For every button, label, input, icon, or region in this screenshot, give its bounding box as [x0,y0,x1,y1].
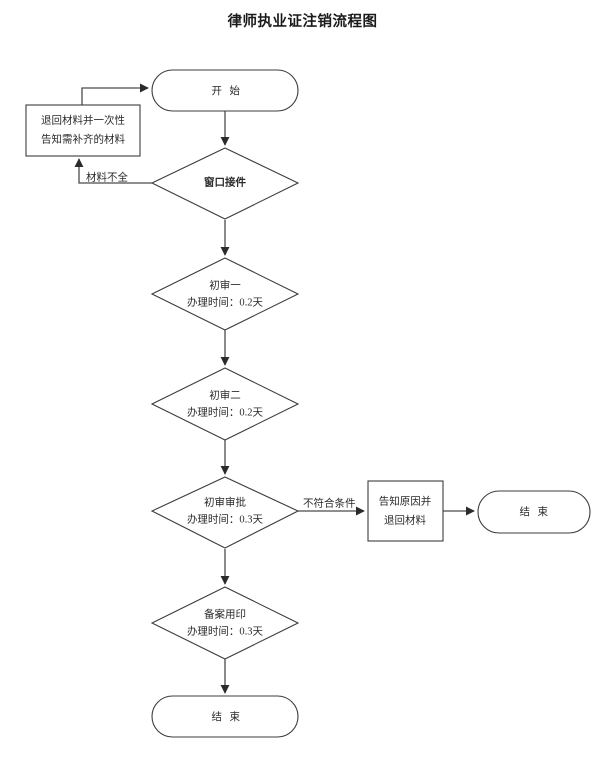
node-end-bottom[interactable]: 结 束 [151,695,299,738]
node-filing[interactable]: 备案用印 办理时间：0.3天 [150,586,300,660]
node-review-one[interactable]: 初审一 办理时间：0.2天 [150,257,300,331]
review-two-decision-shape [150,367,300,441]
filing-decision-shape [150,586,300,660]
node-review-two[interactable]: 初审二 办理时间：0.2天 [150,367,300,441]
node-review-one-label-line1: 初审一 [209,278,241,291]
node-filing-label-line1: 备案用印 [204,607,246,620]
return-box-shape [25,104,141,157]
end-bottom-terminator-shape [151,695,299,738]
node-review-two-label-line2: 办理时间：0.2天 [187,405,264,418]
edge-label-not-qualified: 不符合条件 [303,496,356,509]
node-end-bottom-label: 结 束 [211,710,242,723]
edge-window-to-return-box [74,158,152,184]
page-title: 律师执业证注销流程图 [227,14,378,30]
node-return-box-label-line1: 退回材料并一次性 [41,113,125,126]
review-one-decision-shape [150,257,300,331]
edge-return-box-to-start [81,83,149,105]
node-reject-box-label-line1: 告知原因并 [379,494,432,507]
node-return-box-label-line2: 告知需补齐的材料 [41,132,125,145]
node-start[interactable]: 开 始 [151,69,299,112]
node-review-one-label-line2: 办理时间：0.2天 [187,295,264,308]
node-approval[interactable]: 初审审批 办理时间：0.3天 [150,476,300,549]
node-reject-box-label-line2: 退回材料 [384,513,426,526]
end-right-terminator-shape [477,490,591,534]
node-filing-label-line2: 办理时间：0.3天 [187,624,264,637]
reject-box-shape [367,480,444,542]
approval-decision-shape [150,476,300,549]
node-return-box[interactable]: 退回材料并一次性 告知需补齐的材料 [25,104,141,157]
node-end-right-label: 结 束 [519,505,550,518]
node-approval-label-line1: 初审审批 [204,495,246,508]
node-reject-box[interactable]: 告知原因并 退回材料 [367,480,444,542]
node-start-label: 开 始 [211,84,242,97]
start-terminator-shape [151,69,299,112]
node-window-reception-label: 窗口接件 [204,175,246,188]
node-approval-label-line2: 办理时间：0.3天 [187,512,264,525]
window-decision-shape [150,147,300,220]
edge-label-material-incomplete: 材料不全 [86,170,128,183]
node-window-reception[interactable]: 窗口接件 [150,147,300,220]
node-end-right[interactable]: 结 束 [477,490,591,534]
node-review-two-label-line1: 初审二 [209,388,241,401]
